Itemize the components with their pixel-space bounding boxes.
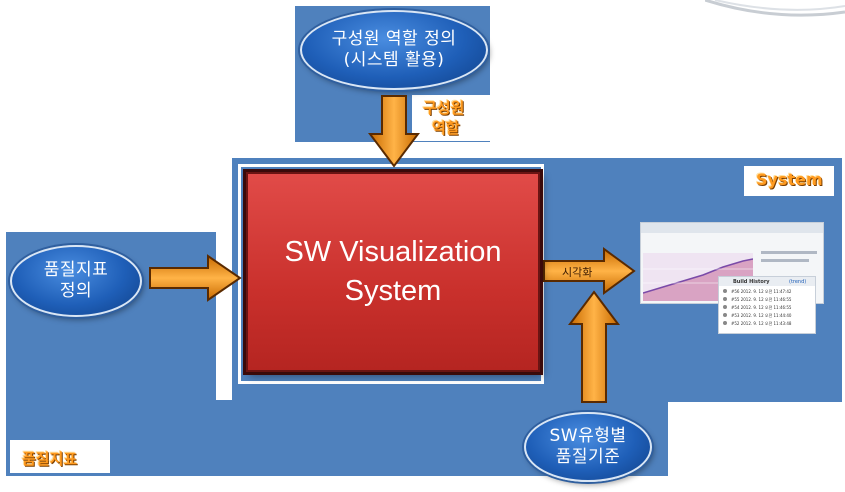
bottom-input-node: SW유형별 품질기준 — [524, 412, 652, 482]
center-box-line1: SW Visualization — [284, 235, 502, 268]
bottom-input-line1: SW유형별 — [549, 425, 627, 446]
left-panel-label: 품질지표 — [22, 450, 78, 468]
status-icon — [723, 289, 727, 293]
build-history-panel: Build History (trend) #56 2012. 9. 12 오전… — [718, 276, 816, 334]
right-arrow-input — [149, 254, 242, 302]
right-label-box — [744, 166, 834, 196]
top-input-label-line1: 구성원 — [423, 99, 465, 117]
status-icon — [723, 297, 727, 301]
top-label-box — [412, 95, 492, 141]
build-history-row: #55 2012. 9. 12 오전 11:46:55 — [731, 297, 792, 302]
top-input-label-line2: 역할 — [432, 119, 460, 137]
top-input-node: 구성원 역할 정의 (시스템 활용) — [300, 10, 488, 90]
build-history-row: #53 2012. 9. 12 오전 11:44:40 — [731, 313, 792, 318]
sw-visualization-system-box: SW Visualization System — [246, 172, 540, 372]
output-arrow-label: 시각화 — [562, 266, 593, 279]
status-icon — [723, 305, 727, 309]
build-history-row: #52 2012. 9. 12 오전 11:43:48 — [731, 321, 792, 326]
status-icon — [723, 313, 727, 317]
right-arrow-output — [543, 247, 636, 295]
build-history-row: #56 2012. 9. 12 오전 11:47:42 — [731, 289, 792, 294]
left-input-line2: 정의 — [59, 281, 93, 301]
left-input-node: 품질지표 정의 — [10, 245, 142, 317]
up-arrow — [568, 290, 620, 403]
right-panel-label: System — [756, 170, 823, 189]
down-arrow — [368, 95, 420, 168]
bottom-input-line2: 품질기준 — [555, 447, 621, 467]
build-history-header — [719, 277, 815, 286]
thumbnail-header — [641, 223, 823, 233]
build-history-row: #54 2012. 9. 12 오전 11:46:55 — [731, 305, 792, 310]
status-icon — [723, 321, 727, 325]
thumbnail-side-text — [761, 259, 809, 262]
thumbnail-side-text — [761, 251, 817, 254]
center-box-line2: System — [344, 275, 442, 307]
top-input-line2: (시스템 활용) — [343, 50, 445, 70]
decorative-swoosh — [705, 0, 845, 17]
build-history-trend: (trend) — [789, 279, 807, 285]
left-panel-label-box — [10, 440, 110, 473]
build-history-title: Build History — [733, 279, 770, 285]
top-input-line1: 구성원 역할 정의 — [331, 28, 457, 49]
left-input-line1: 품질지표 — [43, 259, 109, 280]
